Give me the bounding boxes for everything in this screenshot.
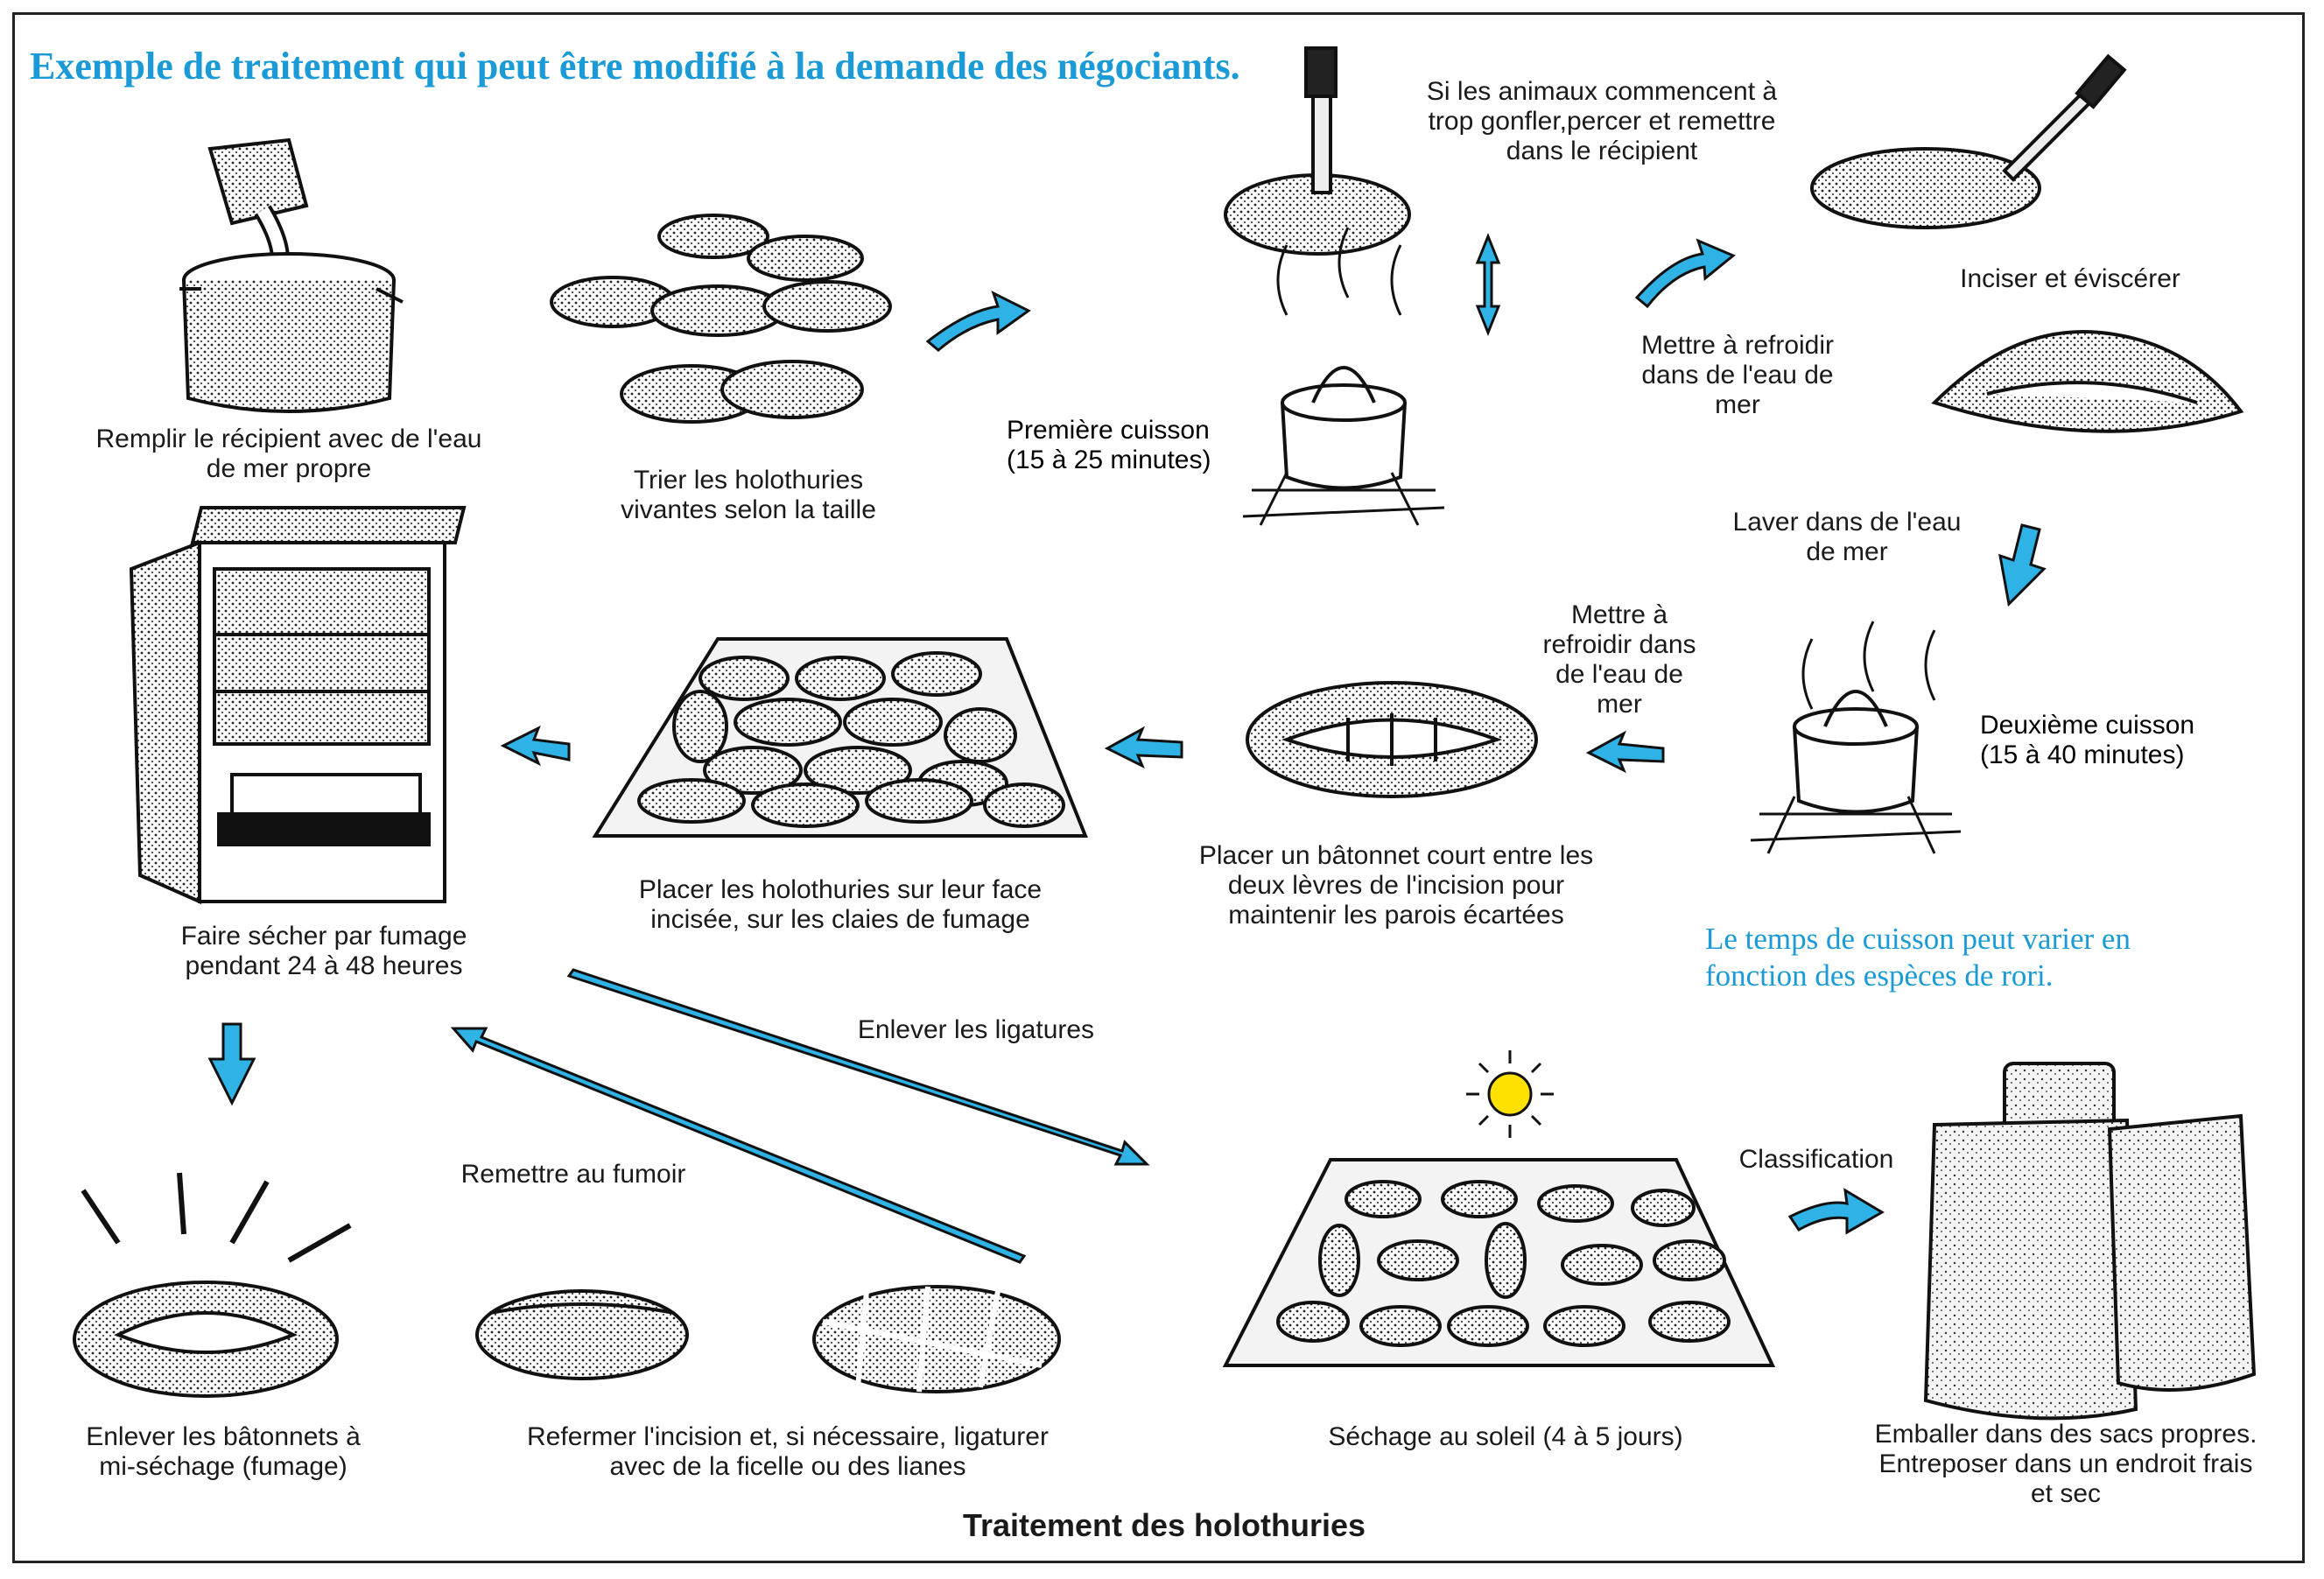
- step-incise: Inciser et éviscérer: [1960, 264, 2180, 293]
- step-back-to-smoker: Remettre au fumoir: [460, 1160, 686, 1189]
- step-sort: Trier les holothuries vivantes selon la …: [621, 466, 876, 524]
- holothurians-icon: [550, 214, 892, 424]
- holothurians-icon: [475, 1285, 1061, 1393]
- gutted-holothurian-icon: [1246, 681, 1538, 798]
- footer-title: Traitement des holothuries: [962, 1507, 1366, 1543]
- arrow-icon: [207, 232, 2047, 1264]
- step-wash: Laver dans de l'eau de mer: [1732, 508, 1962, 566]
- step-classification: Classification: [1738, 1145, 1894, 1174]
- sacks-icon: [1923, 1062, 2257, 1421]
- step-close-incision: Refermer l'incision et, si nécessaire, l…: [527, 1422, 1049, 1481]
- sun-icon: [1466, 1050, 1554, 1138]
- diagram-frame: [12, 12, 2305, 1563]
- pot-pour-icon: [179, 137, 404, 413]
- step-place-racks: Placer les holothuries sur leur face inc…: [638, 875, 1043, 934]
- step-smoke: Faire sécher par fumage pendant 24 à 48 …: [180, 922, 467, 980]
- step-second-cook: Deuxième cuisson (15 à 40 minutes): [1980, 711, 2195, 769]
- gutted-holothurian-icon: [1931, 330, 2244, 433]
- tray-icon: [1222, 1158, 1776, 1367]
- cooking-fire-icon: [1224, 46, 1445, 526]
- page-title: Exemple de traitement qui peut être modi…: [30, 45, 1240, 88]
- smoker-cabinet-icon: [129, 506, 467, 905]
- step-cool-sea-2: Mettre à refroidir dans de l'eau de mer: [1542, 600, 1696, 719]
- cooking-note: Le temps de cuisson peut varier en fonct…: [1705, 922, 2131, 993]
- step-swell: Si les animaux commencent à trop gonfler…: [1426, 77, 1778, 165]
- gutted-holothurian-icon: [73, 1172, 352, 1398]
- step-sun-dry: Séchage au soleil (4 à 5 jours): [1328, 1422, 1683, 1451]
- knife-icon: [1810, 53, 2127, 229]
- step-cool-sea-1: Mettre à refroidir dans de l'eau de mer: [1640, 331, 1835, 419]
- step-fill-pot: Remplir le récipient avec de l'eau de me…: [95, 425, 482, 483]
- cooking-fire-icon: [1750, 621, 1962, 854]
- step-pack: Emballer dans des sacs propres. Entrepos…: [1874, 1420, 2257, 1508]
- step-stick: Placer un bâtonnet court entre les deux …: [1198, 841, 1594, 930]
- step-remove-sticks: Enlever les bâtonnets à mi-séchage (fuma…: [86, 1422, 361, 1481]
- step-remove-ligatures: Enlever les ligatures: [857, 1015, 1095, 1044]
- tray-icon: [592, 637, 1088, 838]
- step-first-cook: Première cuisson (15 à 25 minutes): [1007, 416, 1211, 474]
